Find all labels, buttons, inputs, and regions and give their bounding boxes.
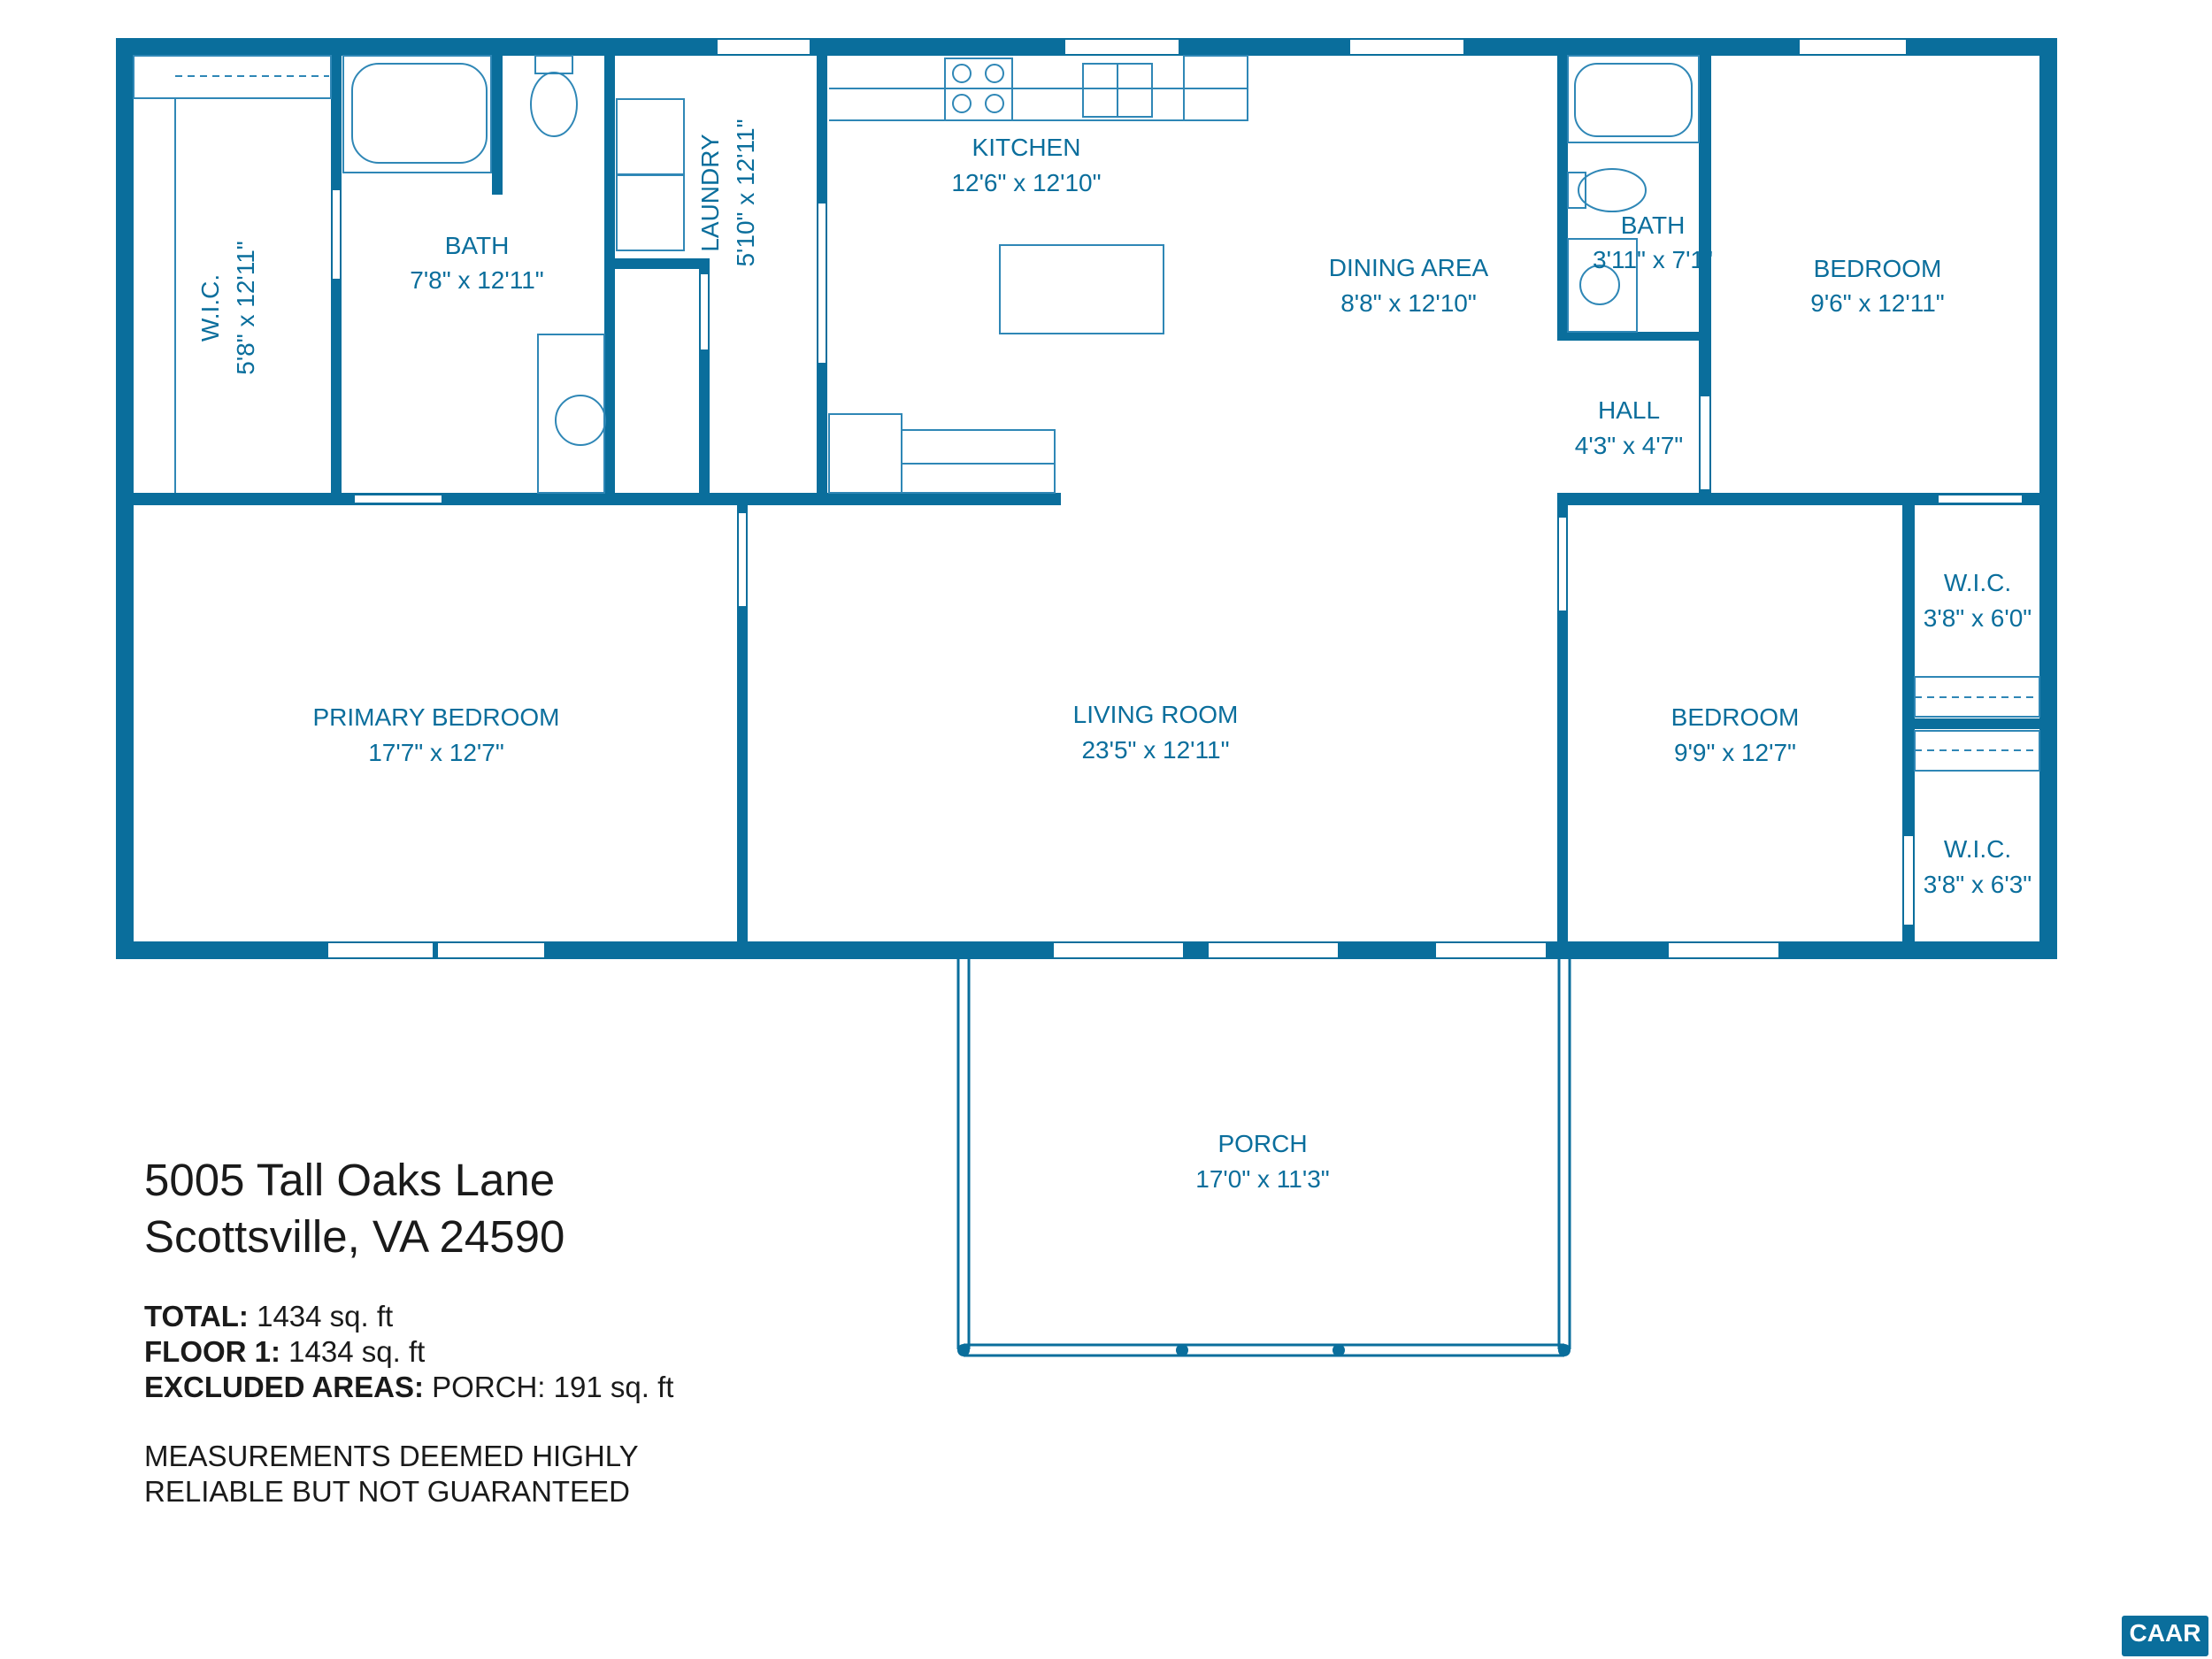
room-name: BEDROOM [1671, 703, 1800, 731]
room-porch: PORCH 17'0" x 11'3" [1195, 1130, 1329, 1193]
vanity-primary [537, 334, 605, 494]
room-name: W.I.C. [1944, 835, 2011, 863]
wall-closet-top [615, 258, 710, 269]
room-bedroom-se: BEDROOM 9'9" x 12'7" [1671, 703, 1800, 766]
wall-bath-laundry [604, 56, 615, 502]
wall-hall-bedroom [1699, 56, 1711, 502]
fixtures [133, 55, 2040, 772]
wall-wic-divider [1902, 718, 2057, 729]
vanity-hall [1567, 238, 1638, 333]
area-stats: TOTAL: 1434 sq. ft FLOOR 1: 1434 sq. ft … [144, 1299, 673, 1405]
disclaimer-line-1: MEASUREMENTS DEEMED HIGHLY [144, 1440, 639, 1472]
room-name: BATH [445, 232, 510, 259]
address-line-1: 5005 Tall Oaks Lane [144, 1155, 556, 1205]
room-bath-primary: BATH 7'8" x 12'11" [410, 232, 543, 294]
fridge [828, 413, 902, 494]
property-address: 5005 Tall Oaks Lane Scottsville, VA 2459… [144, 1152, 565, 1265]
kitchen-counter [829, 88, 1248, 121]
room-name: HALL [1598, 396, 1660, 424]
room-dimension: 8'8" x 12'10" [1340, 289, 1477, 317]
stat-total: TOTAL: 1434 sq. ft [144, 1299, 673, 1334]
room-dining: DINING AREA 8'8" x 12'10" [1329, 254, 1489, 317]
room-dimension: 12'6" x 12'10" [951, 169, 1101, 196]
closet-shelf [133, 55, 332, 99]
bathtub-primary [342, 55, 492, 173]
room-kitchen: KITCHEN 12'6" x 12'10" [951, 134, 1101, 196]
room-dimension: 17'7" x 12'7" [368, 739, 504, 766]
wall-upper-left [116, 493, 1061, 505]
room-bath-hall: BATH 3'11" x 7'1" [1593, 211, 1713, 273]
disclaimer: MEASUREMENTS DEEMED HIGHLY RELIABLE BUT … [144, 1439, 639, 1509]
room-name: PRIMARY BEDROOM [312, 703, 559, 731]
room-dimension: 7'8" x 12'11" [410, 266, 543, 294]
room-dimension: 9'6" x 12'11" [1810, 289, 1944, 317]
room-name: KITCHEN [972, 134, 1081, 161]
room-name: LAUNDRY [696, 134, 724, 252]
room-name: BEDROOM [1814, 255, 1942, 282]
caar-logo: CAAR [2122, 1616, 2208, 1656]
room-wic-left: W.I.C. 5'8" x 12'11" [196, 241, 259, 374]
toilet-hall [1567, 172, 1586, 209]
kitchen-island [999, 244, 1164, 334]
stat-value: 1434 sq. ft [280, 1335, 426, 1368]
stat-excluded: EXCLUDED AREAS: PORCH: 191 sq. ft [144, 1370, 673, 1405]
wall-bathhall-left [1557, 56, 1568, 341]
stat-label: EXCLUDED AREAS: [144, 1371, 424, 1403]
room-hall: HALL 4'3" x 4'7" [1575, 396, 1683, 459]
room-dimension: 3'8" x 6'0" [1924, 604, 2032, 632]
stat-floor-1: FLOOR 1: 1434 sq. ft [144, 1334, 673, 1370]
room-name: DINING AREA [1329, 254, 1489, 281]
stat-value: 1434 sq. ft [248, 1300, 394, 1333]
stat-label: FLOOR 1: [144, 1335, 280, 1368]
windows [326, 38, 2024, 959]
room-name: BATH [1621, 211, 1686, 239]
dryer [616, 174, 685, 251]
room-name: LIVING ROOM [1073, 701, 1239, 728]
wall-upper-right [1557, 493, 2057, 505]
room-dimension: 5'10" x 12'11" [732, 119, 759, 266]
room-dimension: 23'5" x 12'11" [1081, 736, 1229, 764]
room-dimension: 3'8" x 6'3" [1924, 871, 2032, 898]
room-laundry: LAUNDRY 5'10" x 12'11" [696, 119, 759, 266]
washer [616, 98, 685, 175]
stove [944, 58, 1013, 121]
room-wic-se: W.I.C. 3'8" x 6'3" [1924, 835, 2032, 898]
wall-bath-stub [492, 56, 503, 195]
bathtub-hall [1567, 55, 1700, 143]
room-primary-bedroom: PRIMARY BEDROOM 17'7" x 12'7" [312, 703, 559, 766]
room-name: W.I.C. [1944, 569, 2011, 596]
room-name: PORCH [1217, 1130, 1307, 1157]
stat-label: TOTAL: [144, 1300, 249, 1333]
room-dimension: 5'8" x 12'11" [232, 241, 259, 374]
wall-primary-living [737, 493, 748, 959]
room-bedroom-ne: BEDROOM 9'6" x 12'11" [1810, 255, 1944, 317]
room-dimension: 3'11" x 7'1" [1593, 246, 1713, 273]
pantry-counter [901, 429, 1056, 494]
address-line-2: Scottsville, VA 24590 [144, 1211, 565, 1262]
wall-bathhall-bottom [1557, 332, 1708, 341]
porch-posts [957, 1344, 1571, 1356]
room-dimension: 9'9" x 12'7" [1674, 739, 1796, 766]
porch-structure [956, 959, 1571, 1357]
disclaimer-line-2: RELIABLE BUT NOT GUARANTEED [144, 1475, 630, 1508]
toilet-primary [534, 55, 573, 74]
room-name: W.I.C. [196, 274, 224, 342]
stat-value: PORCH: 191 sq. ft [423, 1371, 674, 1403]
room-living: LIVING ROOM 23'5" x 12'11" [1073, 701, 1239, 764]
room-labels: W.I.C. 5'8" x 12'11" BATH 7'8" x 12'11" … [196, 119, 2032, 1193]
room-dimension: 17'0" x 11'3" [1195, 1165, 1329, 1193]
room-dimension: 4'3" x 4'7" [1575, 432, 1683, 459]
room-wic-ne: W.I.C. 3'8" x 6'0" [1924, 569, 2032, 632]
